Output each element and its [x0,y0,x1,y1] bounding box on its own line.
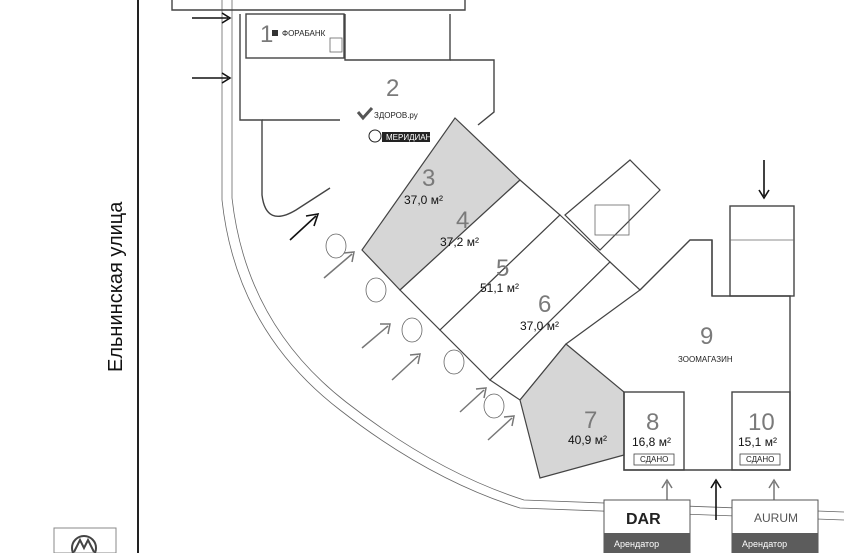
svg-text:AURUM: AURUM [754,511,798,525]
room-7-area [519,343,625,479]
svg-text:МЕРИДИАН: МЕРИДИАН [386,133,432,142]
room-7-number: 7 [584,407,597,434]
room-10-outline [731,391,791,471]
svg-text:ЗДОРОВ.ру: ЗДОРОВ.ру [374,111,418,120]
room-2-wall-left [239,14,331,218]
room-1-outline [245,13,345,59]
room-10-number: 10 [748,409,775,436]
entrance-arrow [289,212,320,241]
entrance-arrow [192,12,232,24]
svg-text:DAR: DAR [626,511,661,528]
room-10-area-label: 15,1 м² [738,435,777,449]
column [443,349,465,375]
svg-text:ФОРАБАНК: ФОРАБАНК [282,29,326,38]
room-8-number: 8 [646,409,659,436]
room-2-number: 2 [386,75,399,102]
column [483,393,505,419]
room-2-wall-top [344,14,451,61]
room-4-area-label: 37,2 м² [440,235,479,249]
top-right-block [729,205,795,297]
metro-icon [53,527,117,553]
dar-tenant-badge: DAR Арендатор [603,499,691,553]
forabank-logo: ФОРАБАНК [272,29,326,38]
facade-outer [221,0,844,521]
room-3-number: 3 [422,165,435,192]
room-10-status-badge: СДАНО [739,453,781,466]
room-8-status-badge: СДАНО [633,453,675,466]
shop-entrance-arrow [361,323,391,349]
room-9-number: 9 [700,323,713,350]
core-fixture [594,204,630,236]
room-1-number: 1 [260,21,273,48]
meridian-logo: МЕРИДИАН [368,129,432,143]
room-4-number: 4 [456,207,469,234]
shop-entrance-arrow [661,478,673,500]
shop-entrance-arrow [323,251,355,279]
room-2-wall-right [450,59,495,126]
zdorov-logo: ЗДОРОВ.ру [356,106,418,121]
room-3-area-label: 37,0 м² [404,193,443,207]
svg-text:Арендатор: Арендатор [614,539,659,549]
column [325,233,347,259]
shop-entrance-arrow [487,415,515,441]
room-8-outline [623,391,685,471]
room-7-area-label: 40,9 м² [568,433,607,447]
shop-entrance-arrow [391,353,421,381]
entrance-arrow [758,160,770,200]
room-6-area-label: 37,0 м² [520,319,559,333]
column [365,277,387,303]
svg-text:Арендатор: Арендатор [742,539,787,549]
entrance-arrow [710,478,722,520]
shop-entrance-arrow [768,478,780,500]
svg-text:СДАНО: СДАНО [640,455,668,464]
room-5-number: 5 [496,255,509,282]
room-8-area-label: 16,8 м² [632,435,671,449]
street-name: Ельнинская улица [105,201,127,372]
room-5-area-label: 51,1 м² [480,281,519,295]
aurum-tenant-badge: AURUM Арендатор [731,499,819,553]
facade-inner [231,0,844,513]
room-9-label: ЗООМАГАЗИН [678,355,733,364]
column [401,317,423,343]
shop-entrance-arrow [459,387,487,413]
top-wall [171,0,466,11]
svg-text:СДАНО: СДАНО [746,455,774,464]
room-1-fixture [329,37,343,53]
entrance-arrow [192,72,232,84]
room-6-number: 6 [538,291,551,318]
